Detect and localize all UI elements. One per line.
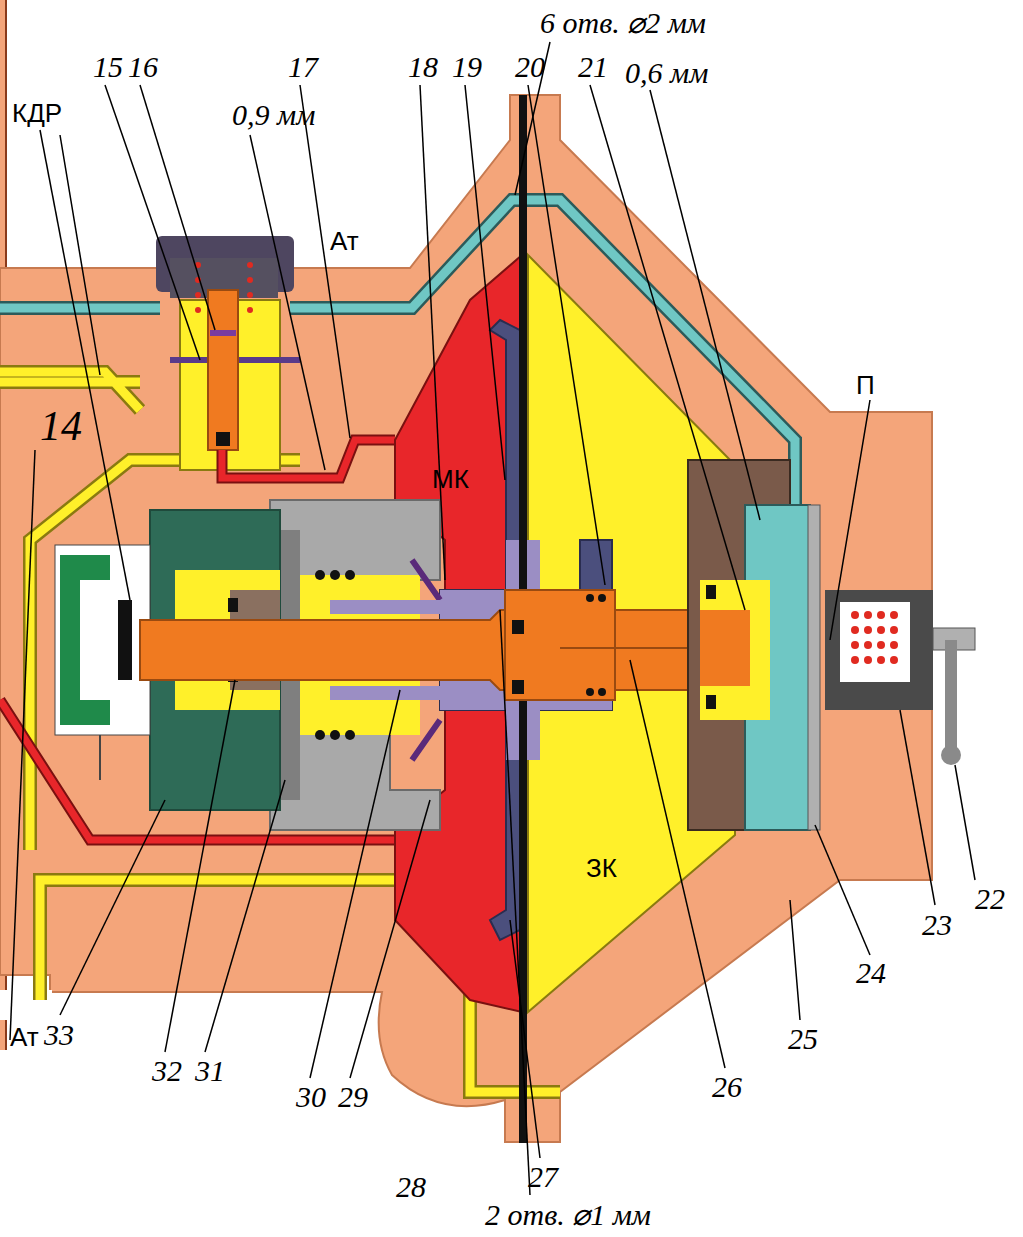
chamber-label: КДР xyxy=(12,100,62,126)
callout-number: 30 xyxy=(296,1082,326,1112)
callout-number: 0,9 мм xyxy=(232,100,315,130)
callout-number: 2 отв. ⌀1 мм xyxy=(485,1200,651,1230)
callout-number: 28 xyxy=(396,1172,426,1202)
callout-number: 21 xyxy=(578,52,608,82)
callout-number: 14 xyxy=(40,405,82,447)
callout-number: 29 xyxy=(338,1082,368,1112)
callout-number: 18 xyxy=(408,52,438,82)
callout-number: 33 xyxy=(44,1020,74,1050)
chamber-label: ЗК xyxy=(586,855,617,881)
callout-number: 19 xyxy=(452,52,482,82)
callout-number: 16 xyxy=(128,52,158,82)
callout-number: 25 xyxy=(788,1024,818,1054)
callout-number: 6 отв. ⌀2 мм xyxy=(540,8,706,38)
callout-number: 15 xyxy=(93,52,123,82)
callout-number: 0,6 мм xyxy=(625,58,708,88)
callout-number: 22 xyxy=(975,884,1005,914)
callout-number: 24 xyxy=(856,958,886,988)
callout-number: 17 xyxy=(288,52,318,82)
callout-number: 23 xyxy=(922,910,952,940)
chamber-label: Ат xyxy=(10,1024,39,1050)
callout-number: 31 xyxy=(195,1056,225,1086)
chamber-label: МК xyxy=(432,466,469,492)
callout-number: 32 xyxy=(152,1056,182,1086)
callout-number: 20 xyxy=(515,52,545,82)
callout-number: 27 xyxy=(528,1162,558,1192)
chamber-label: Ат xyxy=(330,228,359,254)
callout-number: 26 xyxy=(712,1072,742,1102)
chamber-label: П xyxy=(856,372,875,398)
